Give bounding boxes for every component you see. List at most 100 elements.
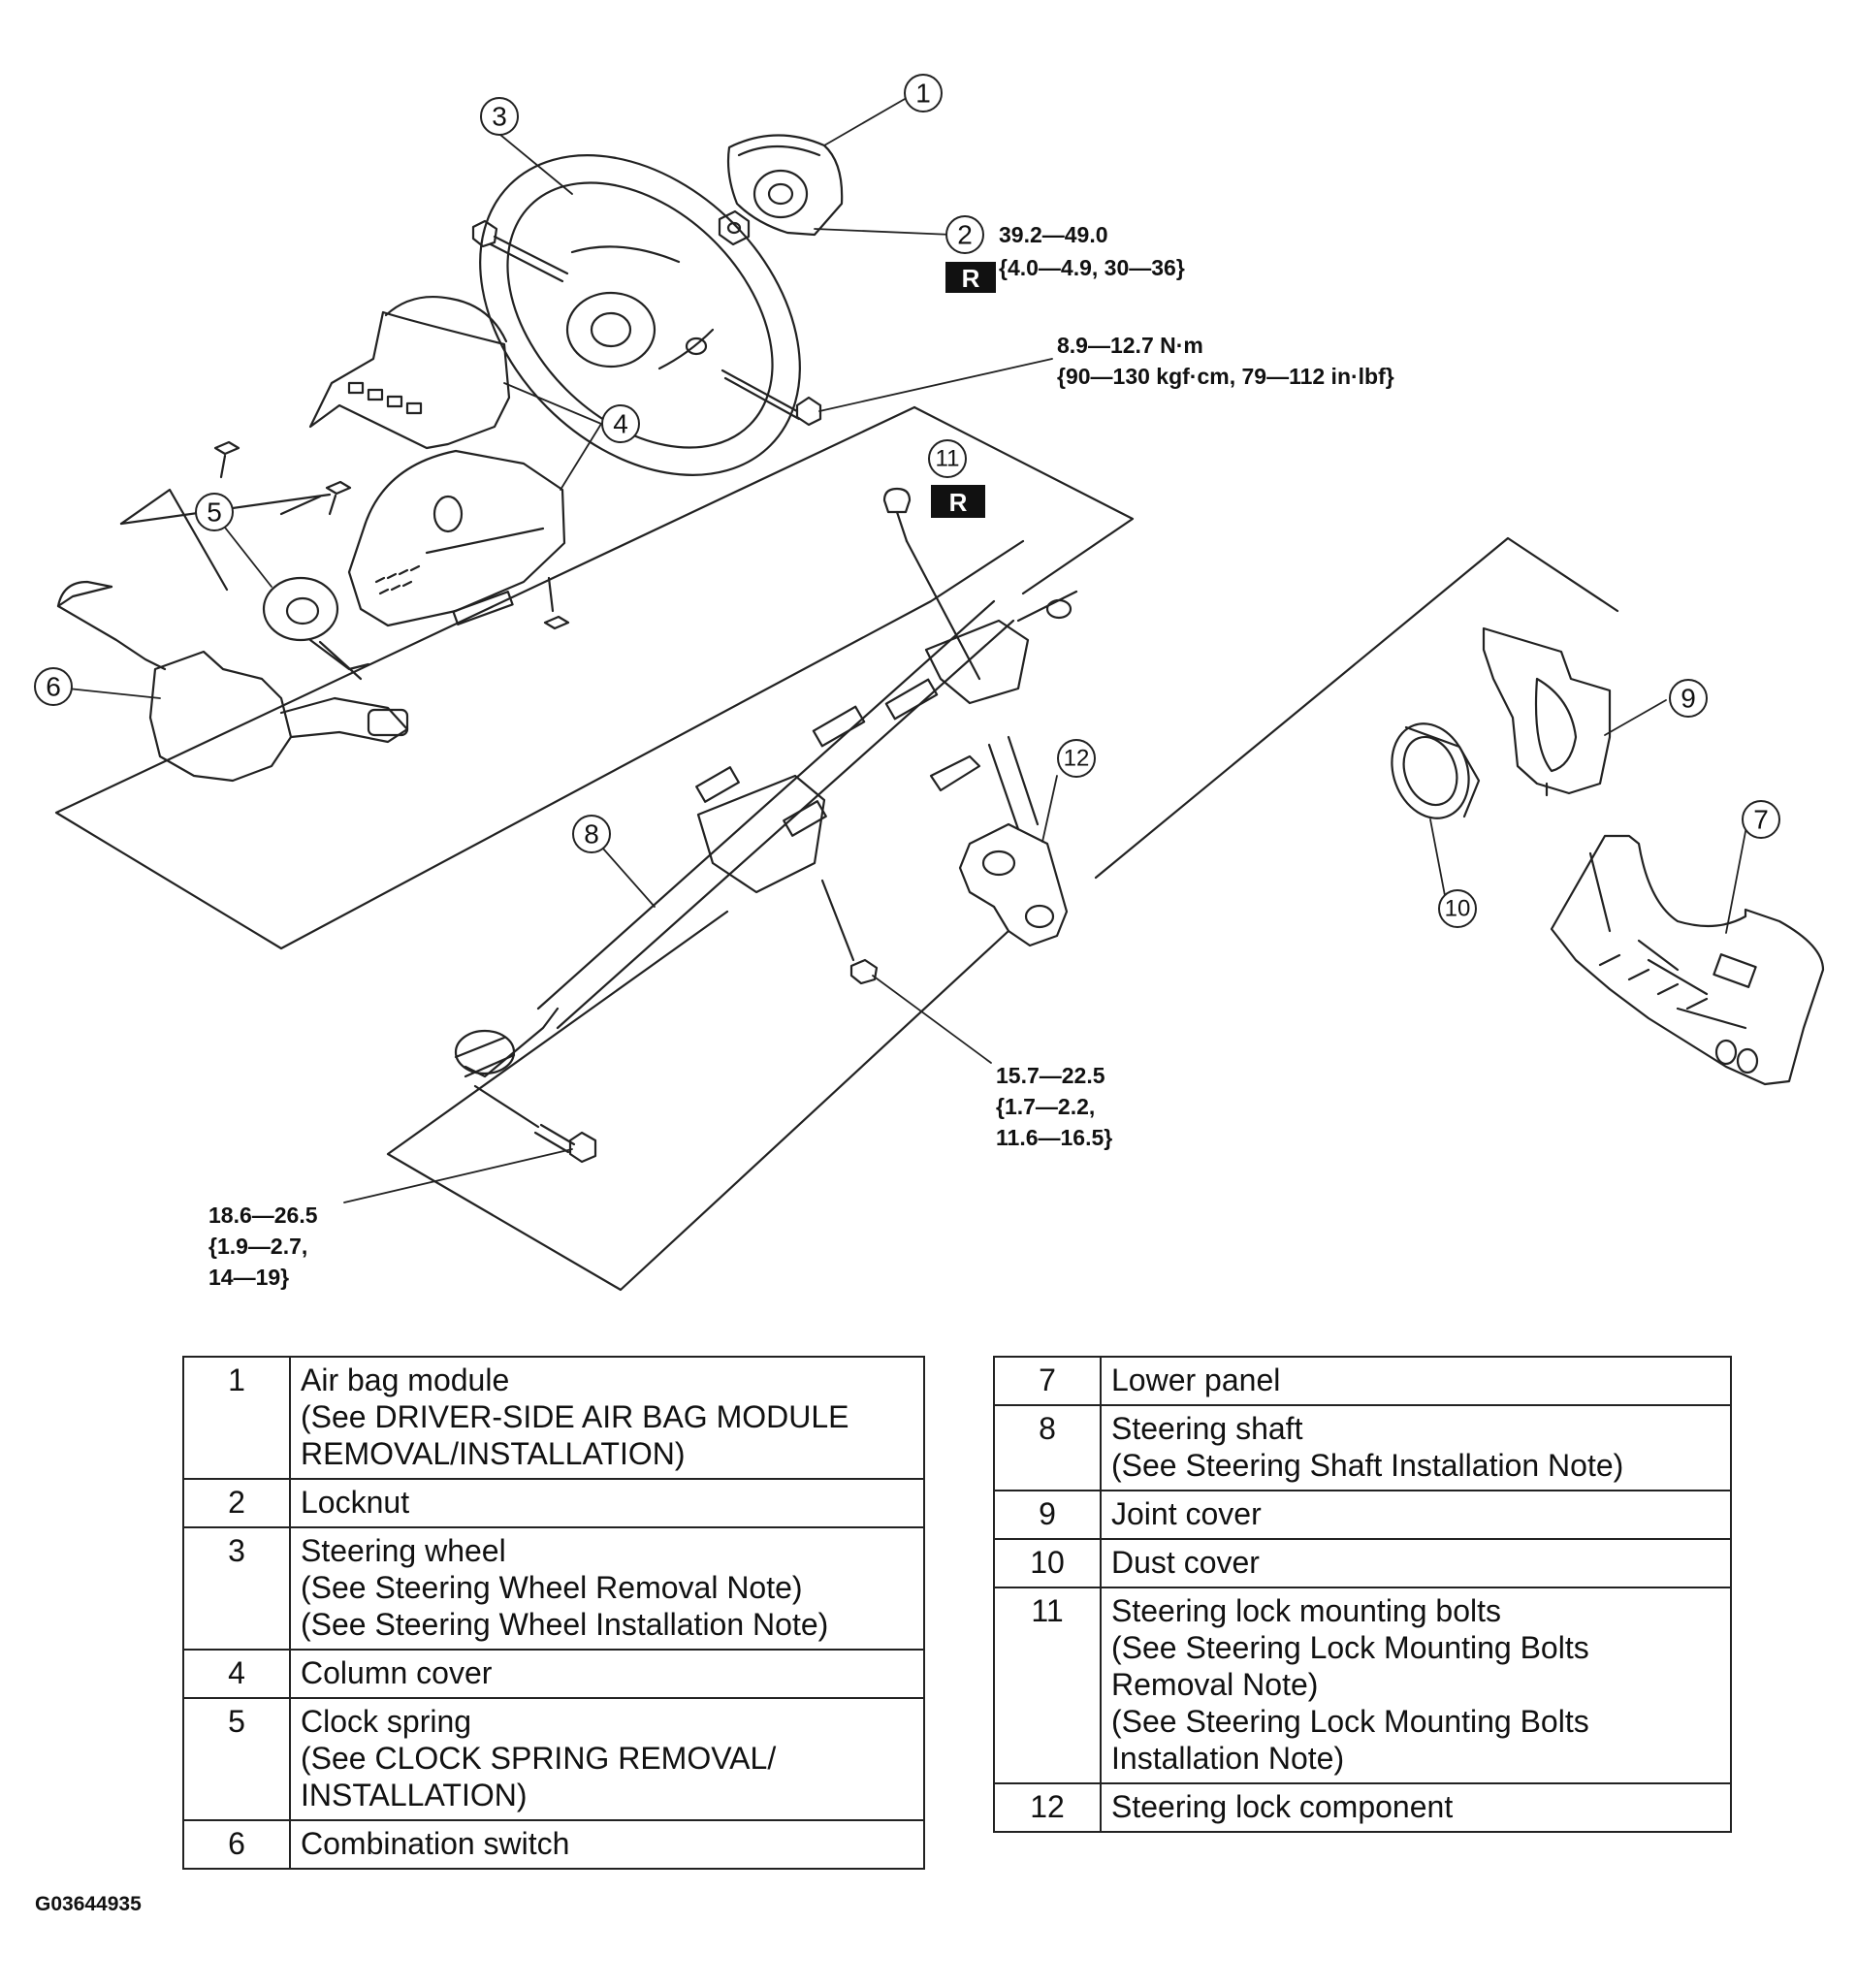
panel-group-outline: [1094, 536, 1619, 880]
part-description-line: Air bag module: [301, 1363, 510, 1397]
part-number: 2: [182, 1478, 291, 1528]
callout-circle-9: [1669, 679, 1708, 718]
table-row: 12 Steering lock component: [993, 1782, 1732, 1833]
steering-shaft: [454, 590, 1078, 1078]
part-description: Steering wheel (See Steering Wheel Remov…: [289, 1526, 925, 1651]
torque-column-nut-line-2: {1.7—2.2,: [996, 1094, 1095, 1119]
column-cover-upper: [308, 295, 511, 450]
callout-9: 9: [1681, 684, 1696, 714]
torque-joint-bolt-line-3: 14—19}: [208, 1265, 289, 1290]
callout-circle-3: [480, 97, 519, 136]
wheel-bolt-right: [720, 369, 822, 427]
steering-wheel: [479, 154, 801, 476]
part-description: Column cover: [289, 1649, 925, 1699]
parts-table-right: 7 Lower panel 8 Steering shaft (See Stee…: [993, 1356, 1732, 1833]
part-description-line: Steering lock component: [1111, 1789, 1454, 1824]
callout-8: 8: [584, 819, 599, 850]
part-description: Dust cover: [1100, 1538, 1732, 1588]
callout-6: 6: [46, 672, 61, 702]
callout-7: 7: [1753, 805, 1769, 835]
callout-10: 10: [1445, 896, 1471, 922]
callout-circle-7: [1742, 800, 1780, 839]
part-description-line: (See Steering Wheel Installation Note): [301, 1607, 829, 1642]
exploded-steering-diagram: 1 2 3 4 5 6 7 8 9 10 11 12 R R 39.2—49.0…: [34, 74, 1825, 1292]
steering-lock-component: [958, 735, 1069, 947]
table-row: 6 Combination switch: [182, 1819, 925, 1870]
shaft-group-outline: [912, 405, 1135, 595]
replace-mark-lock-bolt: R: [931, 485, 985, 518]
part-number: 11: [993, 1587, 1102, 1784]
callout-4: 4: [613, 409, 628, 439]
joint-cover: [1482, 626, 1612, 797]
torque-joint-bolt-line-2: {1.9—2.7,: [208, 1234, 307, 1259]
lower-panel: [1550, 834, 1825, 1086]
callout-circle-2: [945, 215, 984, 254]
table-row: 8 Steering shaft (See Steering Shaft Ins…: [993, 1404, 1732, 1491]
part-description-line: Steering shaft: [1111, 1411, 1303, 1446]
part-description-line: (See Steering Lock Mounting Bolts: [1111, 1630, 1589, 1665]
callout-3: 3: [492, 102, 507, 132]
callout-1: 1: [915, 79, 931, 109]
part-description-line: (See CLOCK SPRING REMOVAL/: [301, 1741, 777, 1776]
torque-joint-bolt-line-1: 18.6—26.5: [208, 1202, 318, 1228]
part-number: 10: [993, 1538, 1102, 1588]
torque-wheel-bolt-line-2: {90—130 kgf·cm, 79—112 in·lbf}: [1057, 364, 1394, 389]
callout-12: 12: [1064, 746, 1090, 772]
leader-lines: [67, 94, 1748, 1203]
part-number: 5: [182, 1697, 291, 1821]
replace-mark-lock-bolt-text: R: [949, 488, 968, 517]
cover-screw-c: [543, 576, 570, 630]
part-number: 1: [182, 1356, 291, 1480]
part-description-line: (See Steering Wheel Removal Note): [301, 1570, 803, 1605]
callout-2: 2: [957, 220, 973, 250]
parts-table-right-body: 7 Lower panel 8 Steering shaft (See Stee…: [993, 1356, 1732, 1833]
part-description: Steering lock mounting bolts (See Steeri…: [1100, 1587, 1732, 1784]
replace-mark-locknut: R: [945, 262, 996, 293]
callout-circle-11: [928, 439, 967, 478]
table-row: 4 Column cover: [182, 1649, 925, 1699]
callout-11: 11: [936, 446, 960, 472]
callout-circle-10: [1438, 889, 1477, 928]
upper-group-outline: [54, 405, 1025, 950]
part-description-line: Steering lock mounting bolts: [1111, 1593, 1501, 1628]
clock-spring: [262, 576, 370, 681]
parts-table-left-body: 1 Air bag module (See DRIVER-SIDE AIR BA…: [182, 1356, 925, 1870]
table-row: 3 Steering wheel (See Steering Wheel Rem…: [182, 1526, 925, 1651]
locknut: [718, 209, 751, 246]
callout-circle-12: [1057, 739, 1096, 778]
part-description-line: INSTALLATION): [301, 1778, 528, 1812]
part-description-line: (See DRIVER-SIDE AIR BAG MODULE: [301, 1399, 849, 1434]
torque-wheel-bolt-line-1: 8.9—12.7 N·m: [1057, 333, 1203, 358]
upper-group-outline-top: [119, 488, 229, 592]
torque-locknut-line-2: {4.0—4.9, 30—36}: [999, 255, 1185, 280]
torque-column-nut-line-1: 15.7—22.5: [996, 1063, 1105, 1088]
part-description-line: Locknut: [301, 1485, 410, 1520]
table-row: 7 Lower panel: [993, 1356, 1732, 1406]
table-row: 9 Joint cover: [993, 1490, 1732, 1540]
part-description: Air bag module (See DRIVER-SIDE AIR BAG …: [289, 1356, 925, 1480]
cover-screw-a: [213, 440, 240, 479]
joint-bolt: [473, 1084, 597, 1164]
parts-table-left: 1 Air bag module (See DRIVER-SIDE AIR BA…: [182, 1356, 925, 1870]
callout-circle-6: [34, 667, 73, 706]
part-description-line: (See Steering Shaft Installation Note): [1111, 1448, 1624, 1483]
part-description-line: Steering wheel: [301, 1533, 506, 1568]
column-cover-lower: [347, 449, 566, 627]
cover-screw-b: [325, 480, 352, 516]
part-description: Steering shaft (See Steering Shaft Insta…: [1100, 1404, 1732, 1491]
callout-circle-5: [195, 493, 234, 531]
callout-circle-1: [904, 74, 943, 112]
part-description: Clock spring (See CLOCK SPRING REMOVAL/ …: [289, 1697, 925, 1821]
part-description-line: Joint cover: [1111, 1496, 1262, 1531]
part-description-line: Clock spring: [301, 1704, 472, 1739]
wheel-bolt-left: [471, 219, 569, 283]
part-number: 3: [182, 1526, 291, 1651]
part-description-line: Removal Note): [1111, 1667, 1319, 1702]
part-description-line: (See Steering Lock Mounting Bolts: [1111, 1704, 1589, 1739]
part-description-line: REMOVAL/INSTALLATION): [301, 1436, 686, 1471]
torque-locknut-line-1: 39.2—49.0: [999, 222, 1108, 247]
dust-cover: [1391, 722, 1481, 819]
part-description-line: Column cover: [301, 1655, 493, 1690]
table-row: 1 Air bag module (See DRIVER-SIDE AIR BA…: [182, 1356, 925, 1480]
part-description: Lower panel: [1100, 1356, 1732, 1406]
